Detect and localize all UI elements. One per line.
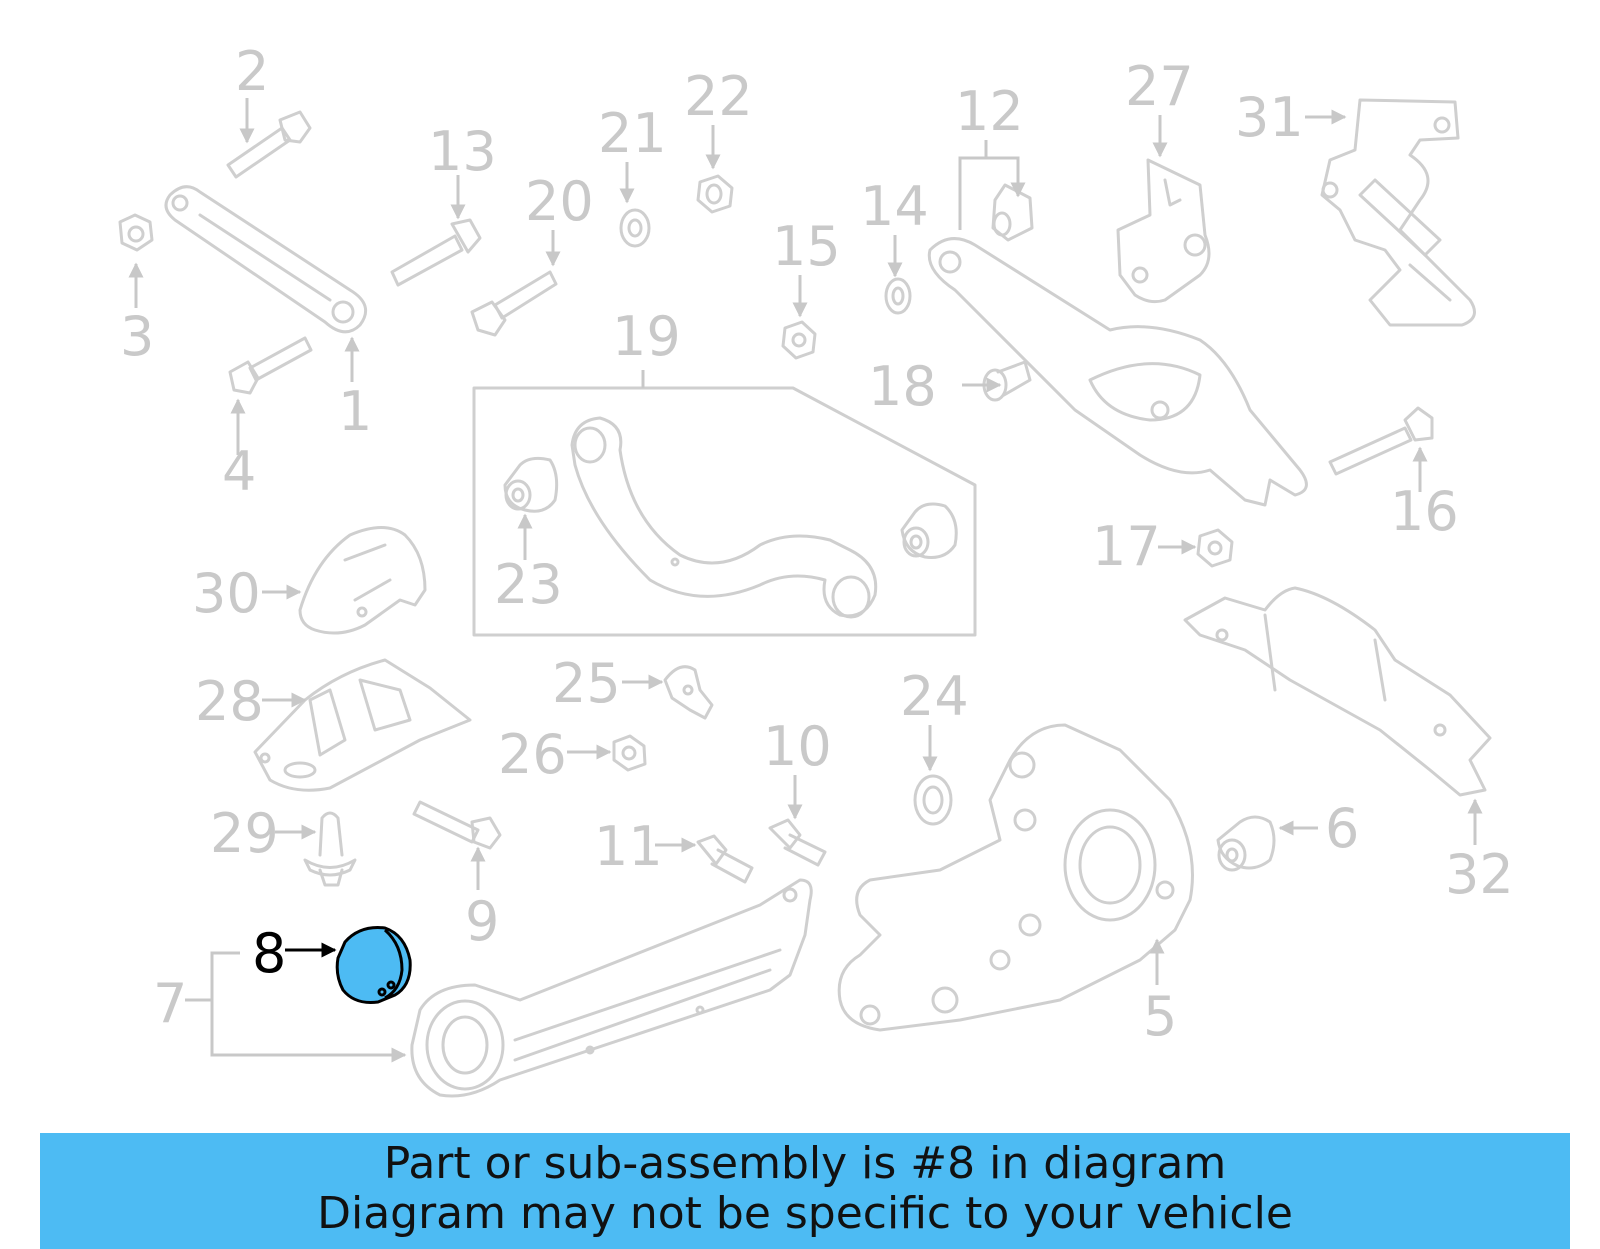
- callout-24: 24: [900, 665, 969, 728]
- part-7-trailing-arm: [410, 878, 813, 1098]
- part-19-bushing: [900, 502, 958, 559]
- part-26-nut: [612, 734, 647, 772]
- part-1-lateral-link: [164, 185, 368, 334]
- callout-28: 28: [195, 670, 264, 733]
- part-15-nut: [781, 320, 817, 360]
- callout-26: 26: [498, 723, 567, 786]
- callout-23: 23: [494, 553, 563, 616]
- part-20-bolt: [470, 270, 558, 337]
- callout-30: 30: [192, 562, 261, 625]
- callout-31: 31: [1235, 86, 1304, 149]
- callout-8-highlight: 8: [252, 922, 286, 985]
- part-4-bolt: [228, 336, 313, 395]
- part-27-bracket: [1116, 158, 1211, 304]
- part-30-mount: [298, 526, 427, 635]
- callout-12: 12: [955, 80, 1024, 143]
- callout-21: 21: [598, 102, 667, 165]
- part-24-washer: [913, 774, 953, 826]
- part-3-nut: [118, 213, 154, 252]
- callout-18: 18: [868, 355, 937, 418]
- callout-10: 10: [763, 715, 832, 778]
- part-28-mount: [253, 658, 472, 792]
- part-11-bolt: [696, 834, 754, 884]
- part-25-bracket: [663, 665, 714, 720]
- part-8-bushing-highlight[interactable]: [335, 926, 412, 1004]
- callout-22: 22: [684, 65, 753, 128]
- callout-4: 4: [222, 440, 256, 503]
- callout-5: 5: [1143, 985, 1177, 1048]
- part-19-upper-arm: [570, 416, 878, 619]
- part-10-bolt: [768, 818, 827, 867]
- callout-14: 14: [860, 175, 929, 238]
- part-31-height-sensor: [1320, 98, 1476, 327]
- callout-15: 15: [772, 215, 841, 278]
- part-32-link: [1183, 586, 1492, 797]
- part-9-bolt: [412, 800, 502, 850]
- part-13-bolt: [390, 218, 482, 287]
- part-21-washer: [619, 208, 651, 248]
- callout-32: 32: [1445, 843, 1514, 906]
- part-18-bolt: [982, 360, 1032, 402]
- part-19-group-box: [472, 386, 977, 637]
- callout-numbers: 2 3 1 4 13 20 21 22 15 14 12 27 31 19 18…: [120, 40, 1514, 1048]
- part-14-washer: [884, 277, 912, 315]
- callout-17: 17: [1092, 515, 1161, 578]
- part-17-nut: [1196, 528, 1234, 568]
- callout-20: 20: [525, 170, 594, 233]
- callout-6: 6: [1325, 797, 1359, 860]
- leader-lines: [128, 98, 1483, 1063]
- part-16-bolt: [1328, 406, 1434, 476]
- callout-16: 16: [1390, 480, 1459, 543]
- callout-1: 1: [338, 380, 372, 443]
- part-6-bushing: [1216, 815, 1276, 872]
- banner-line-2: Diagram may not be specific to your vehi…: [317, 1188, 1293, 1239]
- info-banner: Part or sub-assembly is #8 in diagram Di…: [40, 1133, 1570, 1249]
- part-22-nut: [696, 174, 734, 214]
- part-29-clip: [303, 811, 357, 887]
- callout-13: 13: [428, 120, 497, 183]
- callout-27: 27: [1125, 55, 1194, 118]
- callout-9: 9: [465, 890, 499, 953]
- part-5-knuckle: [837, 723, 1194, 1032]
- callout-3: 3: [120, 305, 154, 368]
- part-12-lower-arm: [927, 183, 1308, 507]
- callout-2: 2: [235, 40, 269, 103]
- part-2-bolt: [226, 110, 312, 179]
- part-23-bushing: [503, 456, 559, 513]
- callout-29: 29: [210, 802, 279, 865]
- callout-11: 11: [594, 815, 663, 878]
- callout-7: 7: [153, 972, 187, 1035]
- callout-25: 25: [552, 652, 621, 715]
- callout-19: 19: [612, 305, 681, 368]
- banner-line-1: Part or sub-assembly is #8 in diagram: [383, 1138, 1227, 1189]
